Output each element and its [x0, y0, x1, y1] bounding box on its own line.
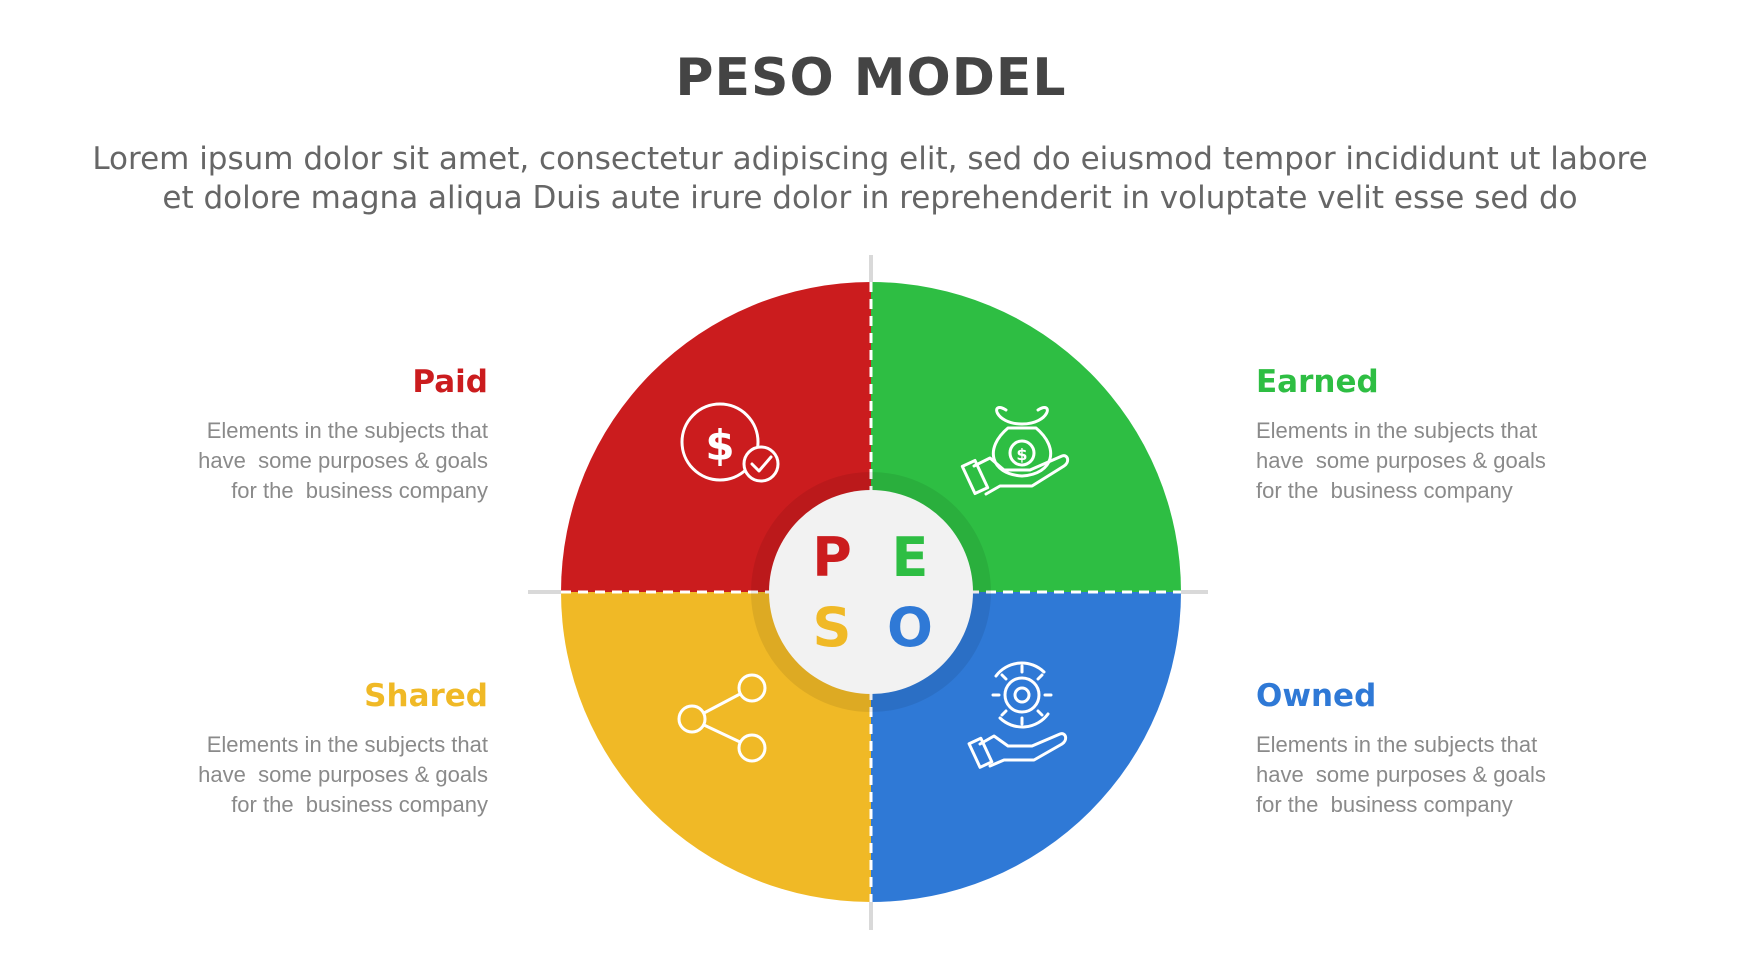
earned-desc-line-3: for the business company: [1256, 478, 1513, 503]
shared-quadrant: [561, 592, 871, 902]
paid-desc-line-2: have some purposes & goals: [198, 448, 488, 473]
owned-description: Elements in the subjects that have some …: [1256, 730, 1636, 820]
earned-desc-line-1: Elements in the subjects that: [1256, 418, 1538, 443]
center-letter-o: O: [887, 596, 933, 659]
gear-hand-icon: [967, 661, 1068, 769]
svg-text:$: $: [1016, 445, 1027, 464]
earned-description: Elements in the subjects that have some …: [1256, 416, 1636, 506]
shared-desc-line-2: have some purposes & goals: [198, 762, 488, 787]
earned-label: Earned: [1256, 364, 1379, 400]
earned-quadrant: [871, 282, 1181, 592]
money-bag-hand-icon: $: [960, 406, 1070, 496]
subtitle-line-1: Lorem ipsum dolor sit amet, consectetur …: [92, 141, 1648, 177]
center-circle: [769, 490, 973, 694]
page-subtitle: Lorem ipsum dolor sit amet, consectetur …: [70, 140, 1670, 218]
shared-desc-line-3: for the business company: [231, 792, 488, 817]
subtitle-line-2: et dolore magna aliqua Duis aute irure d…: [162, 180, 1578, 216]
paid-desc-line-3: for the business company: [231, 478, 488, 503]
share-icon: [677, 673, 767, 763]
center-letter-s: S: [813, 596, 852, 659]
paid-desc-line-1: Elements in the subjects that: [206, 418, 488, 443]
paid-label: Paid: [412, 364, 488, 400]
center-letter-e: E: [892, 526, 929, 589]
shared-desc-line-1: Elements in the subjects that: [206, 732, 488, 757]
page-title: PESO MODEL: [675, 48, 1067, 108]
svg-text:$: $: [705, 421, 734, 470]
paid-quadrant: [561, 282, 871, 592]
shared-description: Elements in the subjects that have some …: [108, 730, 488, 820]
dollar-check-icon: $: [680, 402, 780, 483]
paid-description: Elements in the subjects that have some …: [108, 416, 488, 506]
owned-desc-line-3: for the business company: [1256, 792, 1513, 817]
owned-desc-line-2: have some purposes & goals: [1256, 762, 1546, 787]
owned-desc-line-1: Elements in the subjects that: [1256, 732, 1538, 757]
owned-label: Owned: [1256, 678, 1377, 714]
shared-label: Shared: [364, 678, 488, 714]
earned-desc-line-2: have some purposes & goals: [1256, 448, 1546, 473]
center-letter-p: P: [812, 526, 852, 589]
